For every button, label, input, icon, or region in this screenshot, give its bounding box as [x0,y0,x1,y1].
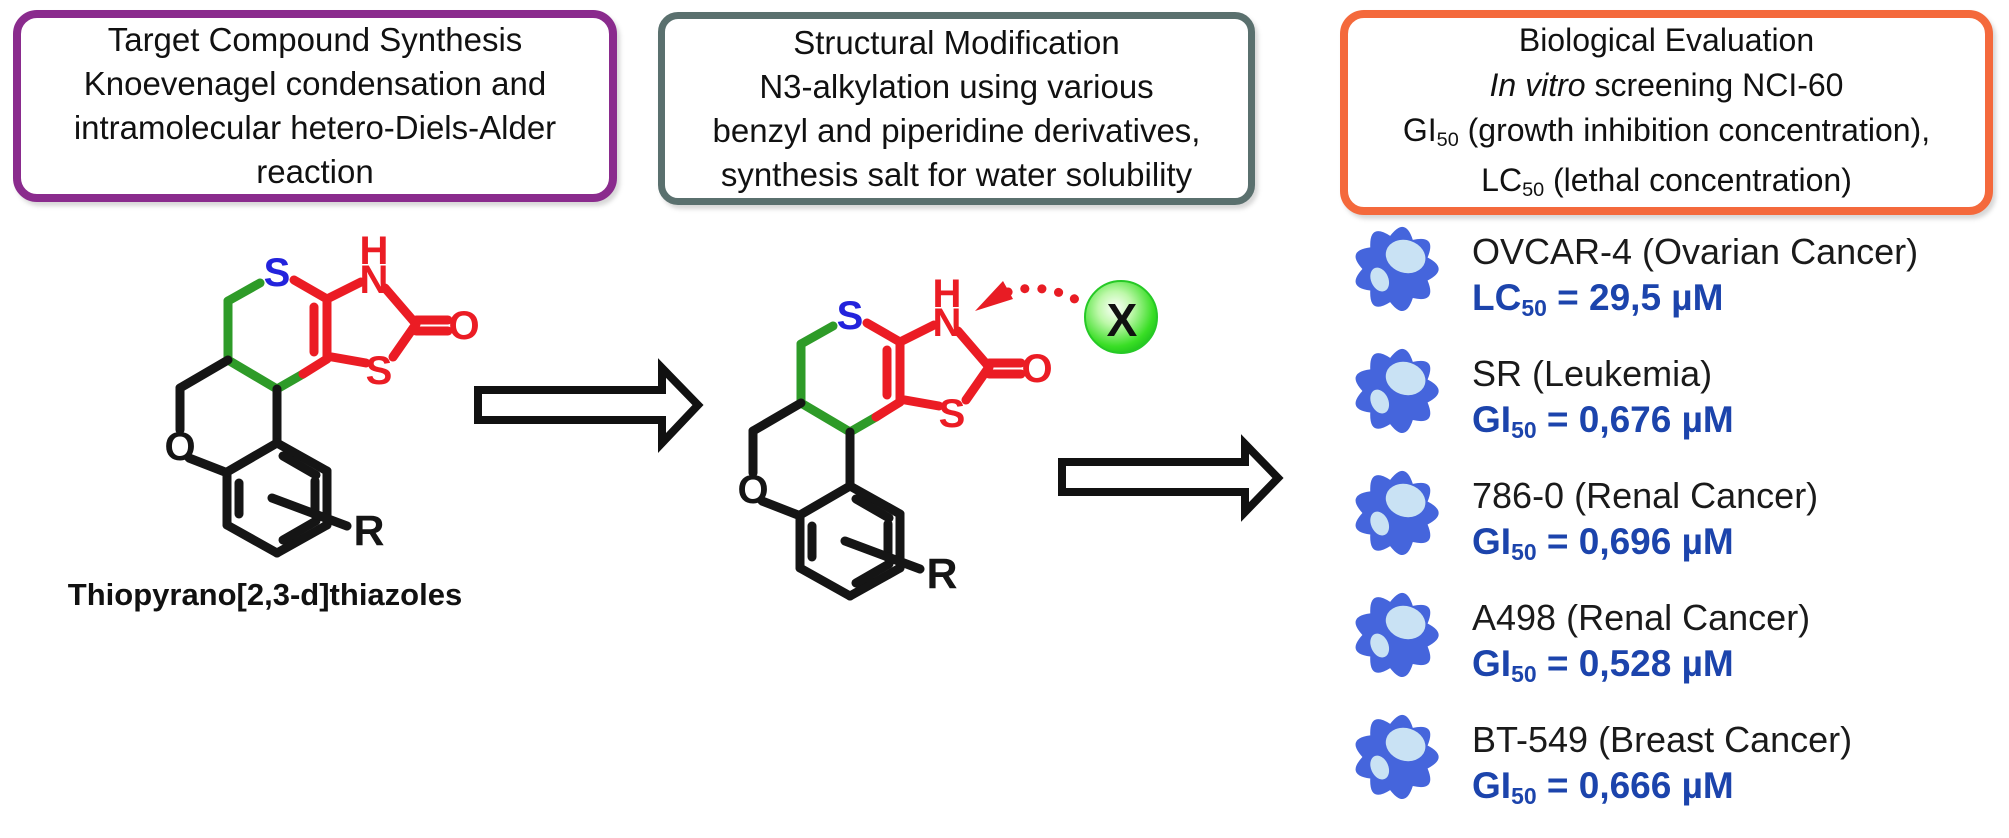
atom-labels: S H N O S O R [164,229,479,555]
x-circle [1084,280,1158,354]
synthesis-line: reaction [256,153,374,190]
evaluation-line: LC50 (lethal concentration) [1481,161,1852,202]
synthesis-box: Target Compound Synthesis Knoevenagel co… [13,10,617,202]
synthesis-line: Knoevenagel condensation and [83,65,547,102]
cell-line-results: OVCAR-4 (Ovarian Cancer) LC50 = 29,5 µM … [1348,212,2008,822]
evaluation-line: GI50 (growth inhibition concentration), [1402,111,1931,152]
alkylation-arrow [975,281,1087,311]
cell-line-value: GI50 = 0,676 µM [1472,399,1734,444]
x-substituent-bubble: X [1084,280,1158,354]
in-vitro-text: In vitro [1489,66,1586,103]
cell-line-row: BT-549 (Breast Cancer) GI50 = 0,666 µM [1348,700,2008,822]
synthesis-line: Target Compound Synthesis [107,21,523,58]
evaluation-line: Biological Evaluation [1518,21,1815,58]
evaluation-line: In vitro screening NCI-60 [1489,66,1844,103]
evaluation-box: Biological Evaluation In vitro screening… [1340,10,1993,215]
cell-line-value: LC50 = 29,5 µM [1472,277,1724,322]
modified-molecule [737,272,1052,598]
cell-line-name: A498 (Renal Cancer) [1472,597,1811,638]
dotted-bond-line [1003,283,1087,308]
wedge-arrowhead [975,281,1013,311]
cancer-cell-icon [1355,714,1439,800]
step-arrow-2 [1058,434,1284,522]
x-label: X [1107,294,1138,346]
cell-line-name: BT-549 (Breast Cancer) [1472,719,1853,760]
step-arrow-1 [474,358,704,454]
cell-line-name: OVCAR-4 (Ovarian Cancer) [1472,231,1919,272]
cell-line-value: GI50 = 0,696 µM [1472,521,1734,566]
molecule-caption: Thiopyrano[2,3-d]thiazoles [67,577,463,612]
thiopyranothiazole-structure: S H N O S O R [164,229,480,558]
modification-line: synthesis salt for water solubility [720,155,1193,193]
pyran-oxygen-label: O [164,425,195,469]
cell-line-row: A498 (Renal Cancer) GI50 = 0,528 µM [1348,578,2008,700]
cancer-cell-icon [1355,226,1439,312]
cancer-cell-icon [1355,592,1439,678]
green-bonds [223,278,308,394]
r-group-label: R [353,507,384,555]
red-bonds [289,275,453,379]
cell-line-row: 786-0 (Renal Cancer) GI50 = 0,696 µM [1348,456,2008,578]
cell-line-value: GI50 = 0,528 µM [1472,643,1734,688]
cell-line-name: 786-0 (Renal Cancer) [1472,475,1819,516]
nh-nitrogen-label: N [360,258,389,302]
thiopyran-sulfur-label: S [264,251,291,295]
nh-hydrogen-label: H [360,229,389,273]
cell-line-row: SR (Leukemia) GI50 = 0,676 µM [1348,334,2008,456]
cell-line-name: SR (Leukemia) [1472,353,1713,394]
modification-box: Structural Modification N3-alkylation us… [658,12,1255,205]
cell-line-value: GI50 = 0,666 µM [1472,765,1734,810]
cell-line-row: OVCAR-4 (Ovarian Cancer) LC50 = 29,5 µM [1348,212,2008,334]
modification-line: N3-alkylation using various [759,67,1154,105]
modification-line: benzyl and piperidine derivatives, [712,111,1201,149]
carbonyl-oxygen-label: O [448,304,479,348]
modification-line: Structural Modification [793,23,1120,61]
cancer-cell-icon [1355,348,1439,434]
thiazole-sulfur-label: S [366,349,393,393]
synthesis-line: intramolecular hetero-Diels-Alder [73,109,557,146]
cancer-cell-icon [1355,470,1439,556]
black-bonds [175,355,352,558]
